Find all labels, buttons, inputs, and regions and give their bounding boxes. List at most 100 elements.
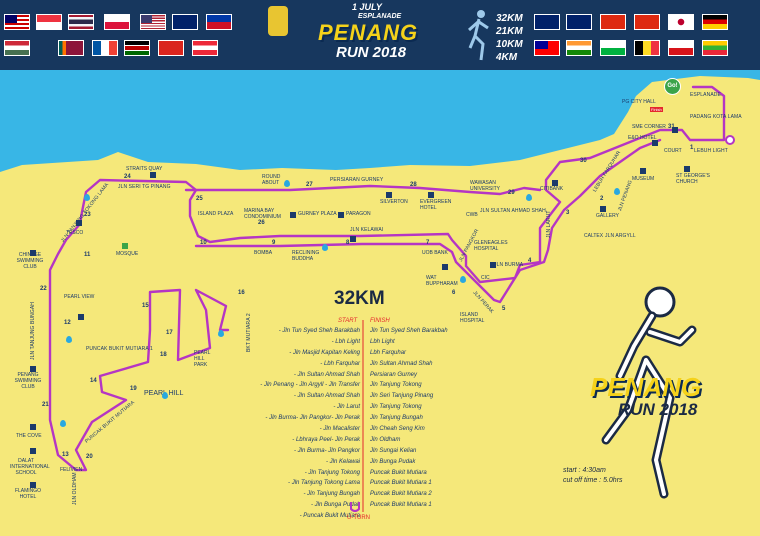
start-route-item: - Jln Sultan Ahmad Shah [293, 393, 360, 400]
finish-route-item: Lbh Farquhar [370, 349, 407, 356]
km-marker-22: 22 [40, 286, 47, 292]
road-jln-seri-tg-pinang: JLN SERI TG PINANG [118, 184, 171, 190]
water-station-icon [84, 194, 90, 201]
start-route-item: - Jln Penang - Jln Argyll - Jln Transfer [260, 382, 360, 389]
map-canvas [0, 76, 760, 536]
czech-flag-icon [668, 40, 694, 56]
landmark-round-about: ROUND ABOUT [262, 174, 281, 186]
building-icon [76, 220, 82, 226]
km-marker-31: 31 [668, 124, 675, 130]
landmark-tesco: TESCO [66, 230, 84, 236]
start-route-item: - Jln Bunga Pudak [310, 502, 360, 509]
flags-right [530, 0, 760, 70]
start-route-item: - Lbh Light [331, 338, 360, 345]
singapore-flag-icon [36, 14, 62, 30]
building-icon [290, 212, 296, 218]
landmark-bomba: BOMBA [254, 250, 273, 256]
road-jln-larut: JLN LARUT [546, 210, 552, 238]
landmark-caltex: CALTEX [584, 233, 604, 239]
hong-kong-flag-icon [634, 14, 660, 30]
australia-flag-icon [172, 14, 198, 30]
building-icon [600, 206, 606, 212]
km-marker-9: 9 [272, 240, 276, 246]
start-heading: START [338, 318, 358, 324]
germany-flag-icon [702, 14, 728, 30]
hungary-flag-icon [4, 40, 30, 56]
finish-route-item: Puncak Bukit Mutiara 1 [370, 480, 432, 487]
landmark-evergreen-hotel: EVERGREEN HOTEL [420, 199, 452, 211]
vietnam-flag-icon [158, 40, 184, 56]
start-route-item: - Jln Larut [333, 404, 360, 411]
mosque-icon [122, 243, 128, 249]
km-marker-16: 16 [238, 290, 245, 296]
landmark-gallery: GALLERY [596, 213, 619, 219]
road-puncak-bukit-mutiara-1: PUNCAK BUKIT MUTIARA 1 [86, 346, 153, 352]
poland-flag-icon [104, 14, 130, 30]
building-icon [652, 140, 658, 146]
landmark-the-cove: THE COVE [16, 433, 42, 439]
start-route-item: - Jln Sultan Ahmad Shah [293, 371, 360, 378]
landmark-wat-buppharam: WAT BUPPHARAM [426, 275, 458, 287]
finish-route-item: Jln Tanjung Tokong [370, 382, 422, 389]
km-marker-29: 29 [508, 190, 515, 196]
km-marker-2: 2 [600, 196, 604, 202]
landmark-mosque: MOSQUE [116, 251, 139, 257]
finish-route-item: Puncak Bukit Mutiara 2 [370, 491, 432, 498]
philippines-flag-icon [206, 14, 232, 30]
distance-4km: 4KM [496, 52, 518, 63]
water-station-icon [66, 336, 72, 343]
km-marker-24: 24 [124, 174, 131, 180]
water-station-icon [460, 276, 466, 283]
building-icon [350, 236, 356, 242]
distance-list: 32KM 21KM 10KM 4KM [496, 12, 526, 64]
building-icon [30, 366, 36, 372]
start-route-item: - Jln Macalister [319, 426, 360, 433]
new-zealand-flag-icon [566, 14, 592, 30]
landmark-pearl-hill-park: PEARL HILL PARK [194, 350, 211, 368]
landmark-marina-bay: MARINA BAY CONDOMINIUM [244, 208, 281, 220]
event-logo-title: PENANG [590, 372, 702, 402]
usa-flag-icon [140, 14, 166, 30]
building-icon [386, 192, 392, 198]
km-marker-1: 1 [690, 145, 694, 151]
road-jln-oldham: JLN OLDHAM [72, 472, 78, 505]
header-banner: 1 JULY ESPLANADE PENANG RUN 2018 32KM 21… [0, 0, 760, 70]
building-icon [552, 180, 558, 186]
building-icon [30, 424, 36, 430]
finish-route-item: Jln Sultan Ahmad Shah [370, 360, 433, 367]
event-venue: ESPLANADE [358, 13, 402, 20]
building-icon [672, 127, 678, 133]
landmark-cic: CIC [481, 275, 490, 281]
runner-silhouette-icon [468, 10, 489, 61]
km-marker-15: 15 [142, 303, 149, 309]
route-divider [362, 320, 364, 512]
start-route-item: - Jln Kelawai [325, 458, 360, 465]
km-marker-25: 25 [196, 196, 203, 202]
building-icon [30, 482, 36, 488]
landmark-reclining-buddha: RECLINING BUDDHA [292, 250, 320, 262]
water-station-icon [322, 244, 328, 251]
km-marker-14: 14 [90, 378, 97, 384]
km-marker-30: 30 [580, 158, 587, 164]
start-route-item: - Jln Tun Syed Sheh Barakbah [278, 328, 360, 334]
uk-flag-icon [534, 14, 560, 30]
start-route-list: - Jln Tun Syed Sheh Barakbah - Lbh Light… [242, 326, 360, 522]
route-32km [48, 85, 726, 472]
building-icon [338, 212, 344, 218]
road-padang-kota-lama: PADANG KOTA LAMA [690, 114, 742, 120]
road-lebuh-light: LEBUH LIGHT [694, 148, 728, 154]
start-route-item: - Jln Tanjung Tokong Lama [288, 480, 360, 487]
header-logo-title: PENANG [318, 20, 419, 45]
road-jln-argyll: JLN ARGYLL [605, 233, 636, 239]
distance-10km: 10KM [496, 39, 523, 50]
france-flag-icon [92, 40, 118, 56]
landmark-island-hospital: ISLAND HOSPITAL [460, 312, 485, 324]
water-station-icon [162, 392, 168, 399]
landmark-gurney-plaza: GURNEY PLAZA [298, 211, 337, 217]
building-icon [78, 314, 84, 320]
runner-logo-icon [601, 286, 697, 499]
japan-flag-icon [668, 14, 694, 30]
km-marker-19: 19 [130, 386, 137, 392]
belgium-flag-icon [634, 40, 660, 56]
